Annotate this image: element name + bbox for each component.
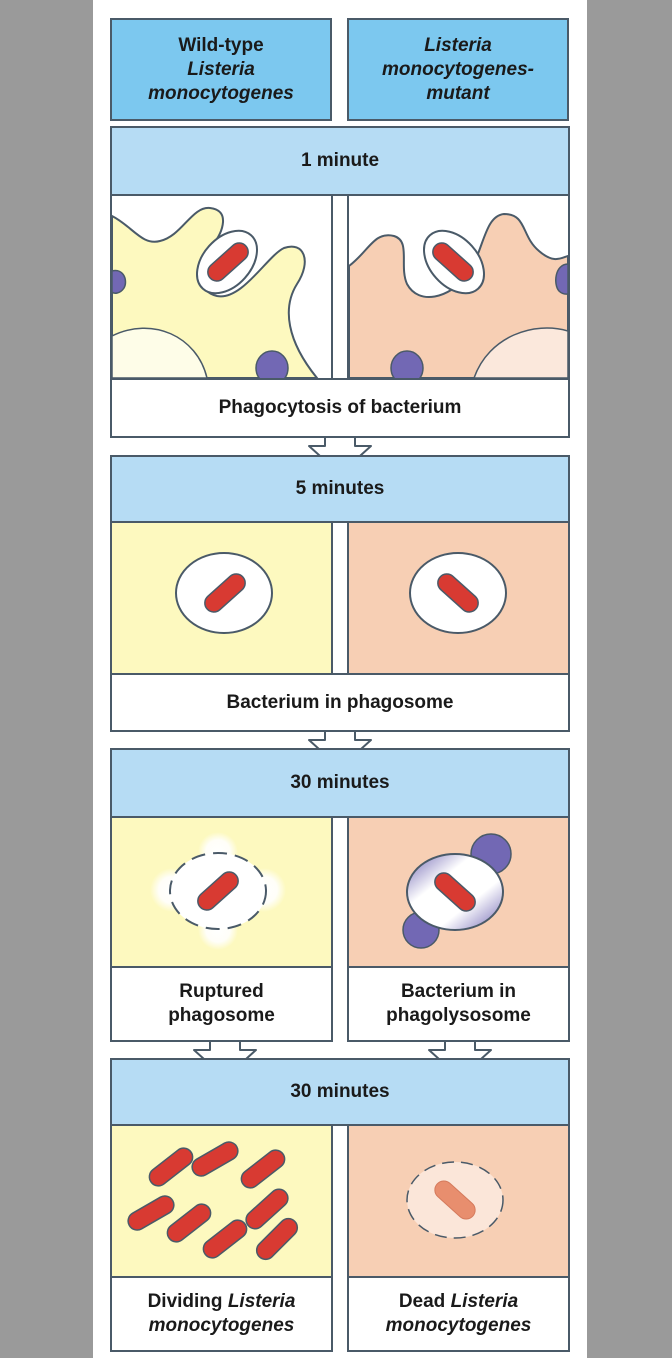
stage1-time-label: 1 minute <box>300 150 380 171</box>
stage3-wildtype-caption-line2: phagosome <box>168 1005 275 1026</box>
bacterium-icon <box>240 1149 286 1189</box>
bacterium-icon <box>434 872 476 912</box>
mutant-header-line1: Listeria <box>424 34 492 56</box>
stage2-caption-box: Bacterium in phagosome <box>110 673 570 732</box>
nucleus-body <box>112 327 208 378</box>
column-header-mutant: Listeria monocytogenes- mutant <box>347 18 569 121</box>
stage3-mutant-caption-box: Bacterium in phagolysosome <box>347 966 570 1042</box>
stage4-mutant-caption-italic2: monocytogenes <box>385 1315 532 1336</box>
diagram-page: Wild-type Listeria monocytogenes Listeri… <box>93 0 587 1358</box>
stage2-wildtype-panel <box>110 521 333 675</box>
bacterium-icon <box>166 1203 212 1243</box>
dividing-bacteria-group <box>127 1141 299 1261</box>
bacterium-icon <box>127 1195 175 1231</box>
stage1-mutant-illustration <box>349 212 568 378</box>
stage3-wildtype-caption-box: Ruptured phagosome <box>110 966 333 1042</box>
stage3-mutant-caption-line2: phagolysosome <box>386 1005 531 1026</box>
stage4-wildtype-caption-box: Dividing Listeria monocytogenes <box>110 1276 333 1352</box>
stage1-caption: Phagocytosis of bacterium <box>218 397 462 418</box>
stage2-time-header: 5 minutes <box>110 455 570 523</box>
bacterium-icon <box>202 1219 248 1259</box>
stage2-mutant-panel <box>347 521 570 675</box>
stage4-wildtype-panel <box>110 1124 333 1278</box>
nucleus-lobe-icon <box>112 269 127 294</box>
stage1-caption-box: Phagocytosis of bacterium <box>110 378 570 438</box>
wildtype-header-line2: Listeria <box>187 58 255 80</box>
stage2-mutant-illustration <box>409 552 507 634</box>
stage2-time-label: 5 minutes <box>295 478 385 499</box>
bacterium-icon <box>245 1188 289 1230</box>
stage3-wildtype-caption-line1: Ruptured <box>179 981 264 1002</box>
stage4-mutant-caption-italic1: Listeria <box>450 1291 519 1312</box>
bacterium-icon <box>191 1141 239 1177</box>
stage3-time-label: 30 minutes <box>290 772 390 793</box>
wildtype-header-line3: monocytogenes <box>148 82 294 104</box>
bacterium-icon <box>204 573 246 613</box>
stage1-time-header: 1 minute <box>110 126 570 196</box>
stage4-wildtype-caption-italic2: monocytogenes <box>148 1315 295 1336</box>
stage2-wildtype-illustration <box>175 552 273 634</box>
dead-bacterium-icon <box>434 1180 476 1220</box>
stage1-wildtype-illustration <box>112 206 319 378</box>
stage4-mutant-caption-box: Dead Listeria monocytogenes <box>347 1276 570 1352</box>
stage4-wildtype-caption-line1: Dividing Listeria <box>148 1290 296 1314</box>
stage3-mutant-caption-line1: Bacterium in <box>400 981 517 1002</box>
stage3-mutant-illustration <box>402 833 512 949</box>
wildtype-header-line1: Wild-type <box>178 34 264 56</box>
stage4-wildtype-caption-italic1: Listeria <box>227 1291 296 1312</box>
nucleus-lobe-icon <box>390 350 424 378</box>
stage4-mutant-caption-line1: Dead Listeria <box>399 1290 518 1314</box>
stage3-time-header: 30 minutes <box>110 748 570 818</box>
bacterium-icon <box>437 573 479 613</box>
stage4-mutant-illustration <box>406 1161 504 1239</box>
stage4-time-label: 30 minutes <box>290 1081 390 1102</box>
bacterium-icon <box>197 871 239 911</box>
bacterium-icon <box>432 242 474 282</box>
stage1-wildtype-panel <box>110 194 333 380</box>
nucleus-lobe-icon <box>555 263 568 295</box>
column-header-wildtype: Wild-type Listeria monocytogenes <box>110 18 332 121</box>
nucleus-lobe-icon <box>255 350 289 378</box>
stage4-wildtype-caption-word: Dividing <box>147 1291 223 1312</box>
bacterium-icon <box>148 1147 194 1187</box>
stage1-mutant-panel <box>347 194 570 380</box>
stage4-time-header: 30 minutes <box>110 1058 570 1126</box>
nucleus-body <box>473 327 568 378</box>
stage4-mutant-caption-word: Dead <box>398 1291 446 1312</box>
stage2-caption: Bacterium in phagosome <box>226 691 454 713</box>
mutant-header-line3: mutant <box>426 82 490 104</box>
mutant-header-line2: monocytogenes- <box>381 58 535 80</box>
bacterium-icon <box>255 1217 299 1261</box>
stage3-wildtype-illustration <box>150 832 286 950</box>
stage3-wildtype-panel <box>110 816 333 968</box>
stage4-wildtype-illustration <box>127 1141 299 1261</box>
bacterium-icon <box>207 242 249 282</box>
stage4-mutant-panel <box>347 1124 570 1278</box>
stage3-mutant-panel <box>347 816 570 968</box>
